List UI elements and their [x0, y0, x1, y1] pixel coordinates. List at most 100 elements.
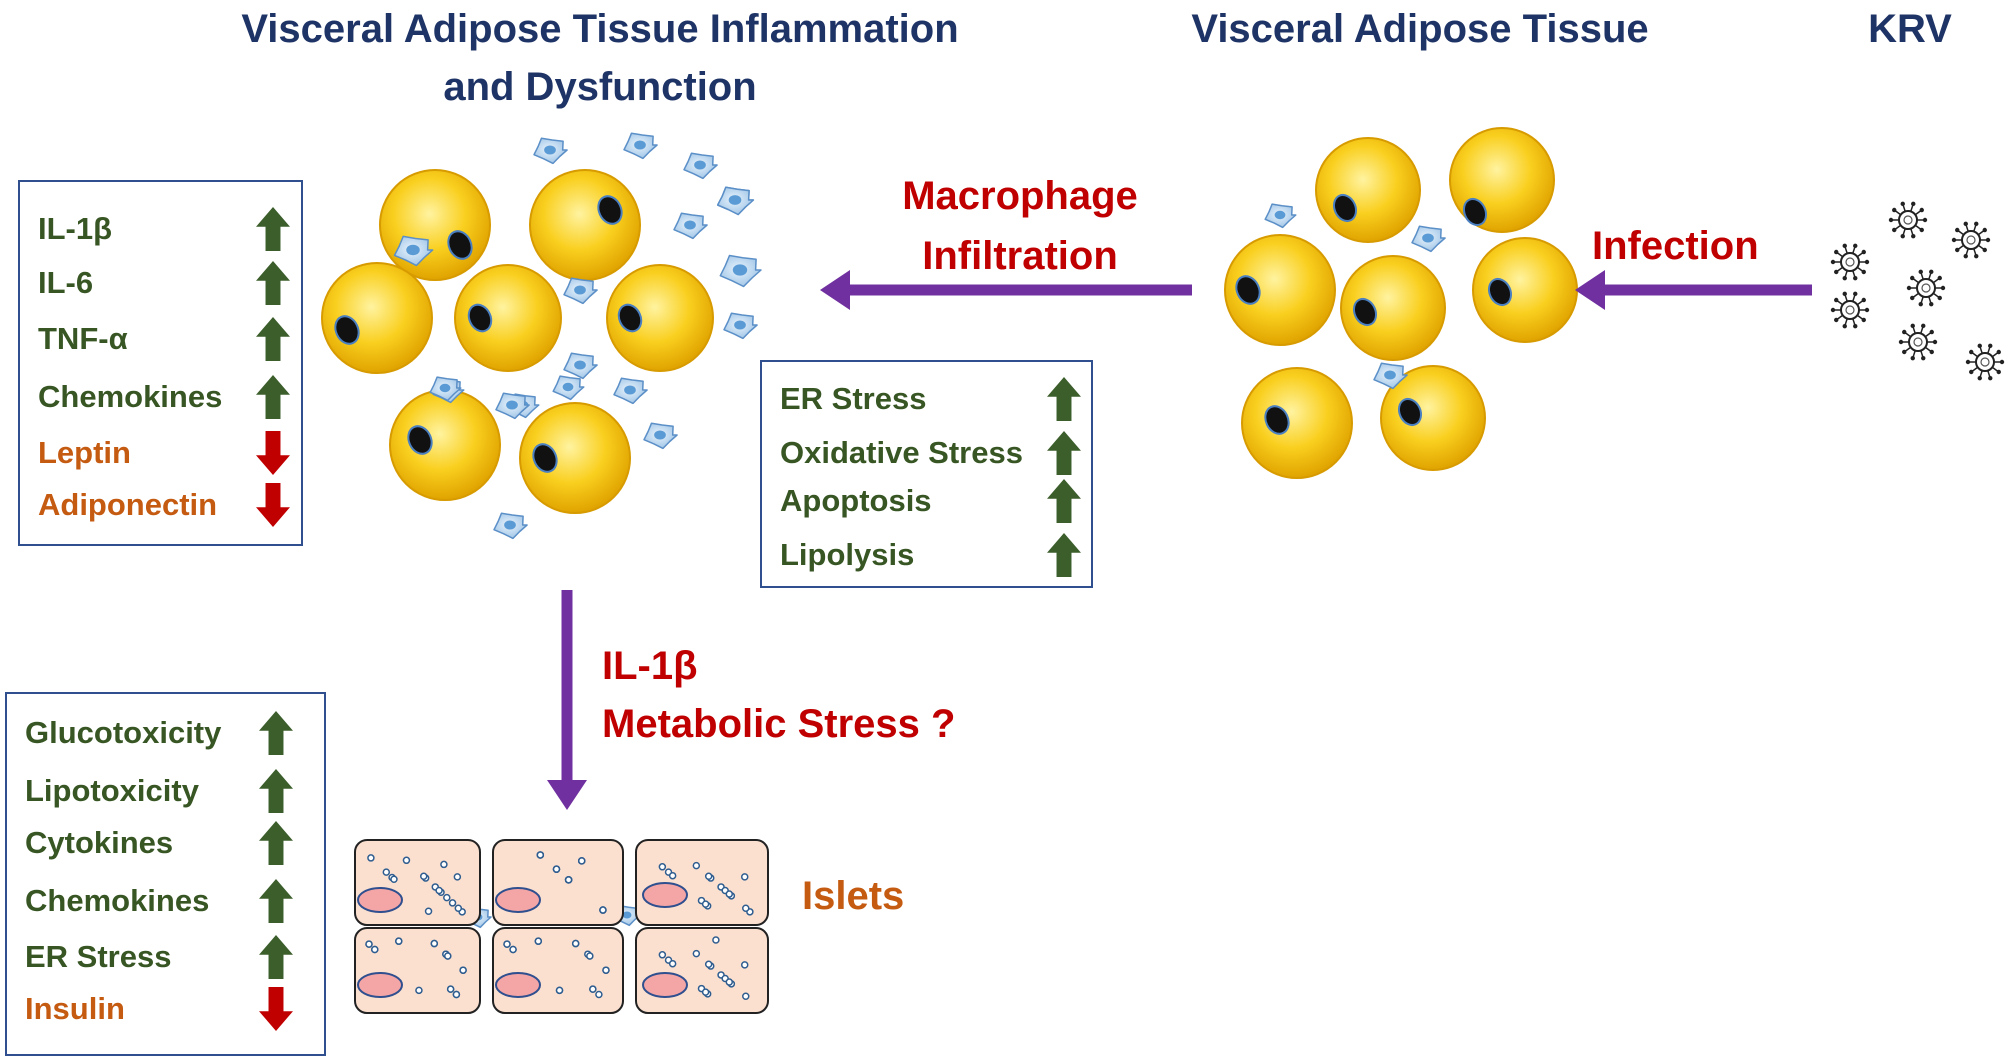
virus-particle-icon [1906, 269, 1946, 307]
up-arrow-icon [1047, 533, 1081, 577]
virus-particle-icon [1830, 291, 1870, 329]
virus-particle-icon [1898, 323, 1938, 361]
macrophage-icon [1373, 362, 1408, 390]
up-arrow-icon [259, 879, 293, 923]
list-row-label: Leptin [38, 435, 131, 470]
adipocyte-cell-icon [454, 264, 562, 372]
adipocyte-cell-icon [321, 262, 433, 374]
adipocyte-cell-icon [606, 264, 714, 372]
macrophage-icon [673, 212, 708, 240]
adipocyte-cell-icon [389, 389, 501, 501]
macrophage-icon [683, 152, 718, 180]
adipocyte-cell-icon [529, 169, 641, 281]
macrophage-icon [533, 137, 568, 165]
list-row: Lipotoxicity [7, 766, 324, 816]
list-row: Oxidative Stress [762, 428, 1091, 478]
list-row: ER Stress [7, 932, 324, 982]
header-inflamed-line: Visceral Adipose Tissue Inflammation and… [241, 7, 959, 109]
up-arrow-icon [1047, 479, 1081, 523]
list-row: IL-6 [20, 258, 301, 308]
up-arrow-icon [259, 769, 293, 813]
up-arrow-icon [256, 261, 290, 305]
adipocyte-cell-icon [1380, 365, 1486, 471]
list-row-label: Insulin [25, 991, 125, 1026]
label-macrophage-infiltration: Macrophage Infiltration [902, 174, 1138, 278]
label-infection: Infection [1592, 224, 1759, 268]
up-arrow-icon [256, 317, 290, 361]
list-row: Insulin [7, 984, 324, 1034]
list-row-label: Chemokines [38, 379, 223, 414]
macrophage-icon [623, 132, 658, 160]
list-row: Lipolysis [762, 530, 1091, 580]
islet-cell-icon [354, 839, 481, 926]
flow-arrow-infection [1575, 270, 1812, 310]
down-arrow-icon [256, 483, 290, 527]
list-row: Cytokines [7, 818, 324, 868]
up-arrow-icon [1047, 377, 1081, 421]
islet-cell-icon [635, 839, 769, 926]
adipocyte-cell-icon [1472, 237, 1578, 343]
down-arrow-icon [256, 431, 290, 475]
list-row: ER Stress [762, 374, 1091, 424]
list-row: IL-1β [20, 204, 301, 254]
up-arrow-icon [1047, 431, 1081, 475]
macrophage-icon [1264, 203, 1297, 229]
islet-cell-icon [635, 927, 769, 1014]
down-arrow-icon [259, 987, 293, 1031]
macrophage-icon [1411, 225, 1446, 253]
islet-cell-icon [492, 839, 624, 926]
list-row: Glucotoxicity [7, 708, 324, 758]
label-metabolic-stress: Metabolic Stress ? [602, 702, 956, 746]
list-row-label: IL-6 [38, 265, 94, 300]
virus-particle-icon [1830, 243, 1870, 281]
macrophage-icon [643, 422, 678, 450]
flow-arrow-macrophage [820, 270, 1192, 310]
list-row-label: Cytokines [25, 825, 174, 860]
list-row: Leptin [20, 428, 301, 478]
virus-particle-icon [1951, 221, 1991, 259]
list-row: Chemokines [7, 876, 324, 926]
macrophage-icon [563, 352, 598, 380]
up-arrow-icon [259, 821, 293, 865]
adipocyte-cell-icon [519, 402, 631, 514]
macrophage-icon [552, 375, 585, 401]
list-row-label: ER Stress [780, 381, 927, 416]
adipocyte-cell-icon [1224, 234, 1336, 346]
flow-arrow-to-islets [547, 590, 587, 810]
list-row-label: Lipotoxicity [25, 773, 199, 808]
adipocyte-cell-icon [1449, 127, 1555, 233]
adipocyte-cell-icon [1241, 367, 1353, 479]
list-row-label: Oxidative Stress [780, 435, 1023, 470]
macrophage-icon [393, 235, 434, 267]
macrophage-icon [493, 512, 528, 540]
list-row: Adiponectin [20, 480, 301, 530]
header-krv: KRV [1868, 7, 1952, 51]
macrophage-icon [716, 186, 755, 216]
adipocyte-cell-icon [1315, 137, 1421, 243]
list-row-label: Lipolysis [780, 537, 915, 572]
header-visceral-adipose-tissue: Visceral Adipose Tissue [1191, 7, 1649, 51]
macrophage-icon [719, 254, 762, 288]
virus-particle-icon [1965, 343, 2005, 381]
list-row: Apoptosis [762, 476, 1091, 526]
list-row: Chemokines [20, 372, 301, 422]
macrophage-icon [613, 377, 648, 405]
adipocyte-cell-icon [1340, 255, 1446, 361]
label-islets: Islets [802, 874, 905, 918]
list-row-label: IL-1β [38, 211, 113, 246]
up-arrow-icon [256, 207, 290, 251]
macrophage-icon [495, 392, 530, 420]
up-arrow-icon [256, 375, 290, 419]
label-il1b: IL-1β [602, 644, 698, 688]
macrophage-icon [429, 376, 462, 402]
list-row-label: Chemokines [25, 883, 210, 918]
list-row-label: TNF-α [38, 321, 128, 356]
list-row: TNF-α [20, 314, 301, 364]
list-row-label: Adiponectin [38, 487, 218, 522]
macrophage-icon [723, 312, 758, 340]
up-arrow-icon [259, 935, 293, 979]
list-row-label: ER Stress [25, 939, 172, 974]
